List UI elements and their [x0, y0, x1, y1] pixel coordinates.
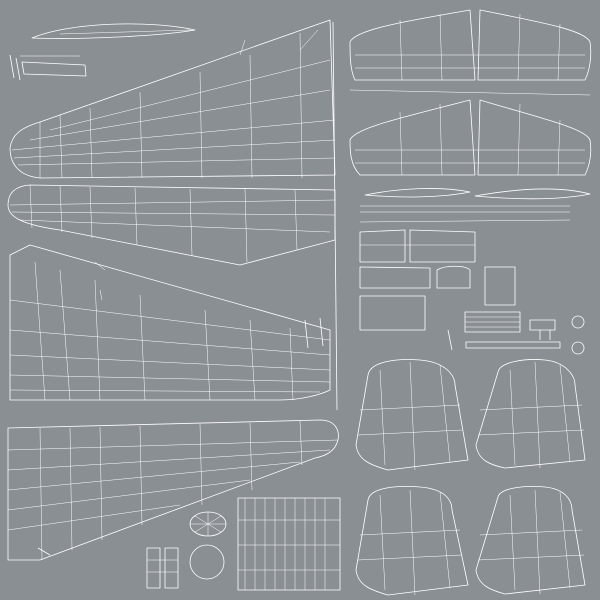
- wing-panel-middle: [9, 244, 331, 401]
- grid-panel-bottom: [237, 497, 341, 591]
- airfoil-section-top: [31, 23, 196, 39]
- fin-panel-1: [355, 359, 469, 471]
- fin-panel-4: [475, 486, 586, 595]
- stabilizer-top: [349, 9, 592, 96]
- rect-panels-right: [359, 229, 516, 331]
- separator-strip: [332, 21, 338, 411]
- mechanical-parts: [447, 311, 585, 355]
- strip-parts-right: [359, 188, 591, 223]
- wing-panel-upper-1: [9, 19, 336, 179]
- fin-panel-2: [475, 359, 586, 469]
- wing-panel-lower: [7, 419, 339, 561]
- wing-panel-upper-2: [7, 184, 336, 266]
- fin-panel-3: [355, 486, 469, 596]
- small-strip-parts: [9, 54, 87, 81]
- small-parts-bottom-left: [146, 511, 227, 589]
- stabilizer-second: [349, 99, 592, 176]
